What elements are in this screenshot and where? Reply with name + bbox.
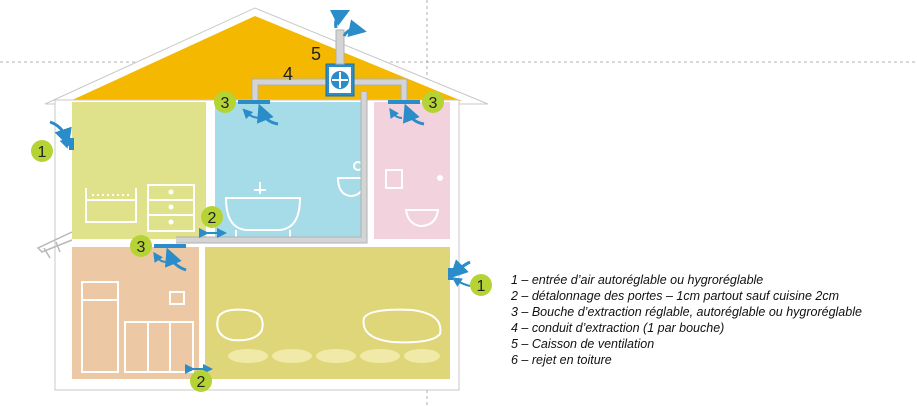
exhaust-grille-bathroom [238,100,270,104]
legend-item-duct: 4 – conduit d’extraction (1 par bouche) [511,321,725,335]
legend-item-exhaust-grille: 3 – Bouche d’extraction réglable, autoré… [511,305,862,319]
label-fan-box: 5 [311,44,321,64]
svg-text:1: 1 [38,144,47,161]
airflow-arrows-inlets [49,120,471,287]
fridge [81,281,119,373]
badge-air-inlet-living: 1 [470,274,492,296]
legend-item-roof-exhaust: 6 – rejet en toiture [511,353,612,367]
armchair-left [216,308,264,342]
badge-exhaust-grille-kitchen: 3 [130,235,152,257]
badge-air-inlet-bedroom: 1 [31,140,53,162]
exhaust-grille-kitchen [154,244,186,248]
airflow-arrows-grilles [153,103,425,272]
svg-text:3: 3 [221,95,230,112]
badge-exhaust-grille-wc: 3 [422,91,444,113]
air-inlet-bedroom [69,138,74,150]
svg-text:1: 1 [477,278,486,295]
toilet [385,169,443,228]
roof-exhaust-arrows [329,9,367,38]
legend-item-air-inlet: 1 – entrée d’air autoréglable ou hygroré… [511,273,764,287]
exhaust-grille-wc [388,100,420,104]
kitchen-counter [124,291,194,373]
legend-item-door-gap: 2 – détalonnage des portes – 1cm partout… [511,289,839,303]
sofa-right [362,308,442,344]
rug [228,349,440,363]
svg-text:2: 2 [197,374,206,391]
room-bedroom [72,102,206,239]
legend-item-fan-box: 5 – Caisson de ventilation [511,337,655,351]
svg-text:2: 2 [208,210,217,227]
balcony [36,231,73,259]
svg-text:3: 3 [137,239,146,256]
badge-exhaust-grille-bathroom: 3 [214,91,236,113]
air-inlet-living [448,268,453,280]
door-gap-arrows [185,228,227,374]
extraction-ducts-outline [176,78,408,244]
label-duct: 4 [283,64,293,84]
svg-text:3: 3 [429,95,438,112]
badge-door-gap-lower: 2 [190,370,212,392]
room-kitchen [72,247,199,379]
dresser [147,184,195,232]
fan-box [325,29,355,97]
extraction-ducts [176,79,407,243]
badge-door-gap-upper: 2 [201,206,223,228]
legend: 1 – entrée d’air autoréglable ou hygroré… [511,272,862,368]
bed [85,188,137,223]
room-bathroom [215,102,365,239]
